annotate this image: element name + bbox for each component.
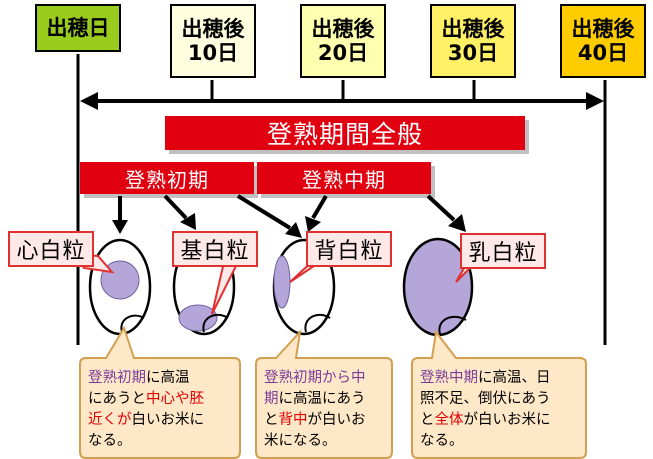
note-3-text: に高温、日 [478,370,551,386]
note-1: 登熟初期に高温 にあうと中心や胚 近くが白いお米に なる。 [84,368,238,452]
grain-label-sehaku: 背白粒 [306,231,392,267]
note-2-text: と [264,412,279,429]
note-3-text: が白いお米に [463,412,551,429]
period-all-bar: 登熟期間全般 [165,116,525,150]
milestone-box-30: 出穂後 30日 [430,4,516,78]
arrow-to-nyuhaku-icon [426,194,466,232]
note-3-text: 照不足、倒伏にあう [420,391,551,408]
milestone-bottom: 40日 [577,41,629,65]
note-2-period: 期 [264,391,279,408]
note-1-text: にあうと [88,391,146,408]
arrow-to-kihaku-icon [163,194,196,230]
milestone-bottom: 30日 [447,41,499,65]
note-2-period: 登熟初期から中 [264,370,366,386]
grain-label-kihaku: 基白粒 [172,231,258,267]
note-1-highlight: 近くが [88,412,132,429]
arrow-to-sehaku-early-icon [236,194,302,238]
note-balloon-2 [255,328,393,459]
note-balloon-3 [411,329,587,459]
note-3-highlight: 全体 [434,412,464,429]
note-1-text: 白いお米に [131,412,205,429]
heading-start-label: 出穂日 [46,15,110,40]
milestone-top: 出穂後 [311,16,375,41]
period-middle-bar: 登熟中期 [257,162,431,194]
milestone-bottom: 10日 [187,41,239,65]
note-1-period: 登熟初期 [88,370,146,386]
rice-grain-icon [88,238,152,336]
note-2-highlight: 背中 [278,412,308,429]
milestone-box-40: 出穂後 40日 [560,4,646,78]
note-3: 登熟中期に高温、日 照不足、倒伏にあう と全体が白いお米に なる。 [416,368,586,452]
note-3-period: 登熟中期 [420,370,478,386]
note-1-text: に高温 [146,370,190,386]
heading-start-box: 出穂日 [35,4,121,52]
note-3-text: なる。 [420,433,464,450]
period-early-bar: 登熟初期 [80,162,254,194]
grain-label-shinpaku: 心白粒 [8,231,94,267]
milestone-top: 出穂後 [441,16,505,41]
note-2-text: 米になる。 [264,433,337,450]
note-3-text: と [420,412,435,429]
note-2-text: が白いお [307,412,366,429]
note-2: 登熟初期から中 期に高温にあう と背中が白いお 米になる。 [260,368,390,452]
milestone-top: 出穂後 [571,16,635,41]
note-1-highlight: 中心や胚 [146,391,204,408]
note-balloon-1 [79,325,241,459]
milestone-top: 出穂後 [181,16,245,41]
note-2-text: に高温にあう [278,391,366,408]
down-arrow-icon [112,196,128,234]
grain-label-nyuhaku: 乳白粒 [460,233,546,269]
arrow-to-sehaku-mid-icon [305,194,328,232]
milestone-bottom: 20日 [317,41,369,65]
milestone-box-10: 出穂後 10日 [170,4,256,78]
double-arrow-icon [80,92,604,110]
note-1-text: なる。 [88,433,132,450]
milestone-box-20: 出穂後 20日 [300,4,386,78]
